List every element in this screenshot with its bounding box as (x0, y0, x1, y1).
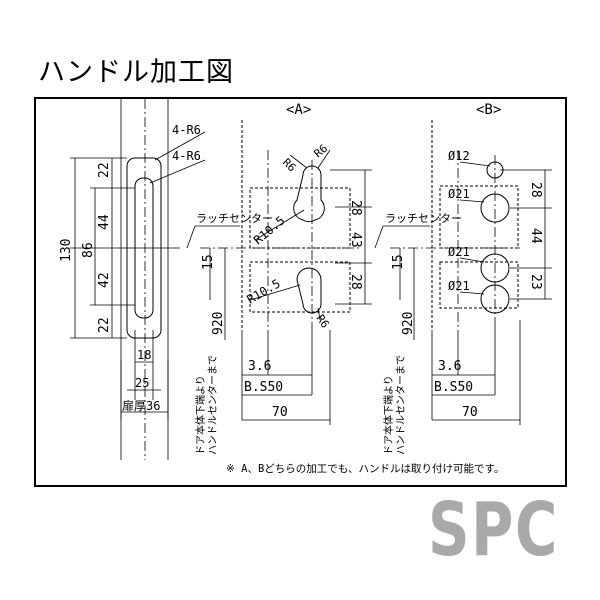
dim-phi21-b: Ø21 (448, 245, 470, 259)
view-a (200, 120, 372, 425)
dim-130: 130 (59, 239, 74, 262)
corner-radius-top: 4-R6 (172, 123, 201, 137)
corner-radius-bottom: 4-R6 (172, 149, 201, 163)
dim-b-920: 920 (401, 312, 416, 335)
dim-18: 18 (137, 348, 151, 362)
backset-a: B.S50 (244, 380, 283, 395)
dim-phi21-c: Ø21 (448, 279, 470, 293)
dim-a-3-6: 3.6 (248, 359, 271, 374)
left-view (70, 99, 206, 460)
dim-a-15: 15 (201, 254, 216, 270)
dim-25: 25 (135, 376, 149, 390)
door-note-b-2: ハンドルセンターまで (395, 355, 407, 455)
spc-logo: SPC (428, 487, 559, 573)
view-a-label: <A> (286, 102, 311, 118)
latch-center-b: ラッチセンター (385, 212, 462, 225)
dim-22-bottom: 22 (97, 317, 112, 333)
dim-b-70: 70 (462, 405, 478, 420)
radius-r6-a: R6 (280, 156, 299, 175)
dim-phi21-a: Ø21 (448, 187, 470, 201)
dim-42-left: 42 (97, 272, 112, 288)
latch-center-a: ラッチセンター (196, 212, 273, 225)
dim-b-23: 23 (528, 274, 543, 290)
footnote: ※ A、Bどちらの加工でも、ハンドルは取り付け可能です。 (226, 462, 504, 475)
dim-a-28-bottom: 28 (348, 274, 363, 290)
door-thickness: 扉厚36 (122, 399, 160, 413)
view-b-label: <B> (476, 102, 501, 118)
slot-a-bottom (296, 267, 322, 314)
backset-b: B.S50 (434, 380, 473, 395)
dim-86: 86 (81, 242, 96, 258)
dim-a-28-top: 28 (348, 200, 363, 216)
dim-b-3-6: 3.6 (438, 359, 461, 374)
door-note-a-1: ドア本体下端より (194, 375, 207, 455)
drawing-frame (34, 97, 567, 487)
dim-a-920: 920 (211, 312, 226, 335)
dim-phi12: Ø12 (448, 149, 470, 163)
dim-b-28: 28 (528, 182, 543, 198)
dim-44-left: 44 (97, 214, 112, 230)
dim-b-44: 44 (528, 228, 543, 244)
door-note-a-2: ハンドルセンターまで (207, 355, 219, 455)
slot-a-top (293, 165, 325, 223)
dim-a-43: 43 (348, 232, 363, 248)
radius-r6-c: R6 (314, 312, 332, 330)
door-note-b-1: ドア本体下端より (382, 375, 395, 455)
page-title: ハンドル加工図 (38, 57, 234, 88)
dim-a-70: 70 (272, 405, 288, 420)
view-b (390, 120, 552, 425)
radius-r6-b: R6 (312, 142, 331, 160)
dim-22-top: 22 (97, 162, 112, 178)
dim-b-15: 15 (391, 254, 406, 270)
